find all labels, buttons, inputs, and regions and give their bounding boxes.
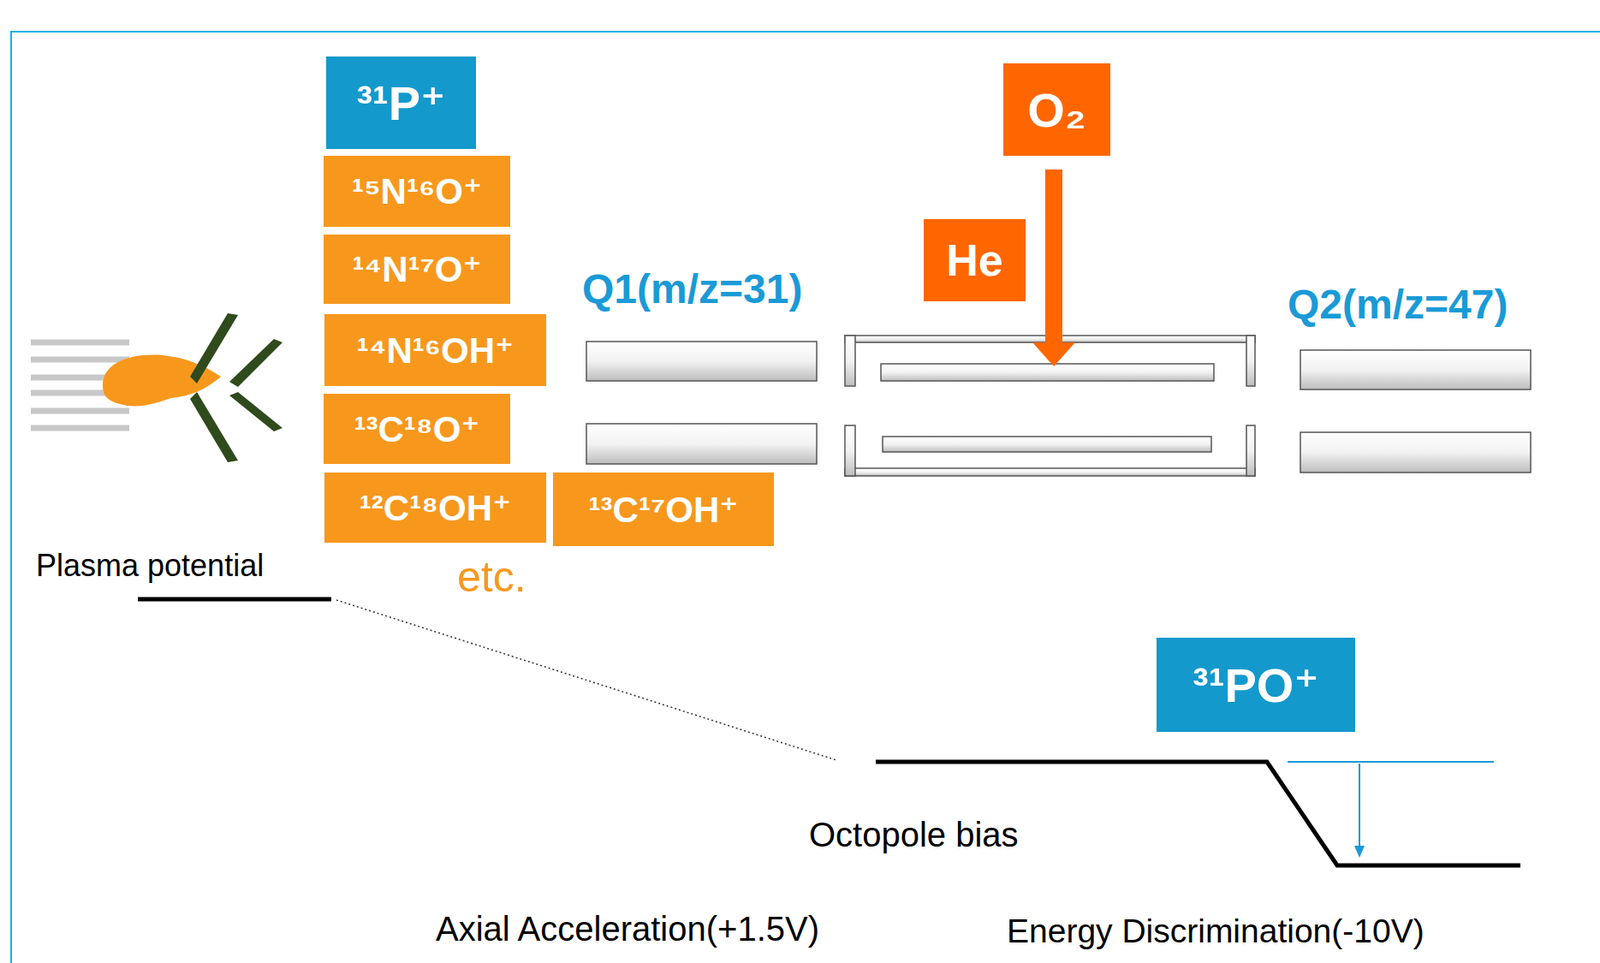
energy-step-arrowhead (1354, 845, 1365, 858)
interference-box: ¹⁴N¹⁷O⁺ (323, 234, 511, 304)
ion-formula: ¹⁵N¹⁶O⁺ (351, 170, 482, 213)
gas-inlet-arrow (1045, 169, 1063, 345)
ion-formula: ¹²C¹⁸OH⁺ (359, 487, 512, 530)
q2-rod (1300, 432, 1531, 473)
quadrupole-label: Q2(m/z=47) (1287, 280, 1508, 328)
plasma-potential-line (137, 597, 332, 602)
potential-label: Plasma potential (35, 547, 264, 584)
sampler-cone (190, 392, 238, 463)
gas-box: O₂ (1003, 63, 1111, 156)
ion-formula: He (945, 234, 1003, 286)
etc-note: etc. (457, 552, 527, 602)
interference-box: ¹³C¹⁷OH⁺ (553, 472, 774, 547)
reference-line (1287, 761, 1494, 763)
collision-cell (844, 335, 1256, 476)
gas-box: He (923, 219, 1026, 302)
voltage-label: Axial Acceleration(+1.5V) (435, 910, 820, 949)
ion-formula: ¹³C¹⁸O⁺ (354, 408, 481, 451)
ion-formula: ¹⁴N¹⁷O⁺ (351, 248, 482, 291)
skimmer-cone (229, 392, 283, 432)
ion-formula: ³¹PO⁺ (1192, 657, 1320, 714)
ion-formula: ¹³C¹⁷OH⁺ (588, 488, 739, 531)
potential-drop-line (336, 600, 837, 761)
q2-rod (1300, 350, 1531, 390)
frame (11, 31, 1600, 963)
q1-rod (586, 341, 817, 381)
ion-box: ³¹P⁺ (326, 56, 476, 149)
ion-box: ³¹PO⁺ (1156, 637, 1356, 732)
gas-inlet-arrowhead (1032, 342, 1076, 367)
interference-box: ¹²C¹⁸OH⁺ (324, 472, 547, 543)
skimmer-cone (229, 339, 283, 387)
ion-formula: ³¹P⁺ (356, 75, 446, 131)
interference-box: ¹⁴N¹⁶OH⁺ (324, 314, 547, 387)
interference-box: ¹⁵N¹⁶O⁺ (323, 155, 511, 227)
interference-box: ¹³C¹⁸O⁺ (323, 393, 511, 464)
ion-formula: ¹⁴N¹⁶OH⁺ (356, 329, 515, 372)
q1-rod (586, 423, 817, 464)
voltage-label: Energy Discrimination(-10V) (1006, 912, 1425, 951)
energy-step-arrow (1358, 763, 1361, 848)
quadrupole-label: Q1(m/z=31) (582, 265, 803, 313)
ion-formula: O₂ (1027, 82, 1086, 138)
sampler-cone (190, 313, 238, 384)
potential-label: Octopole bias (808, 815, 1019, 855)
